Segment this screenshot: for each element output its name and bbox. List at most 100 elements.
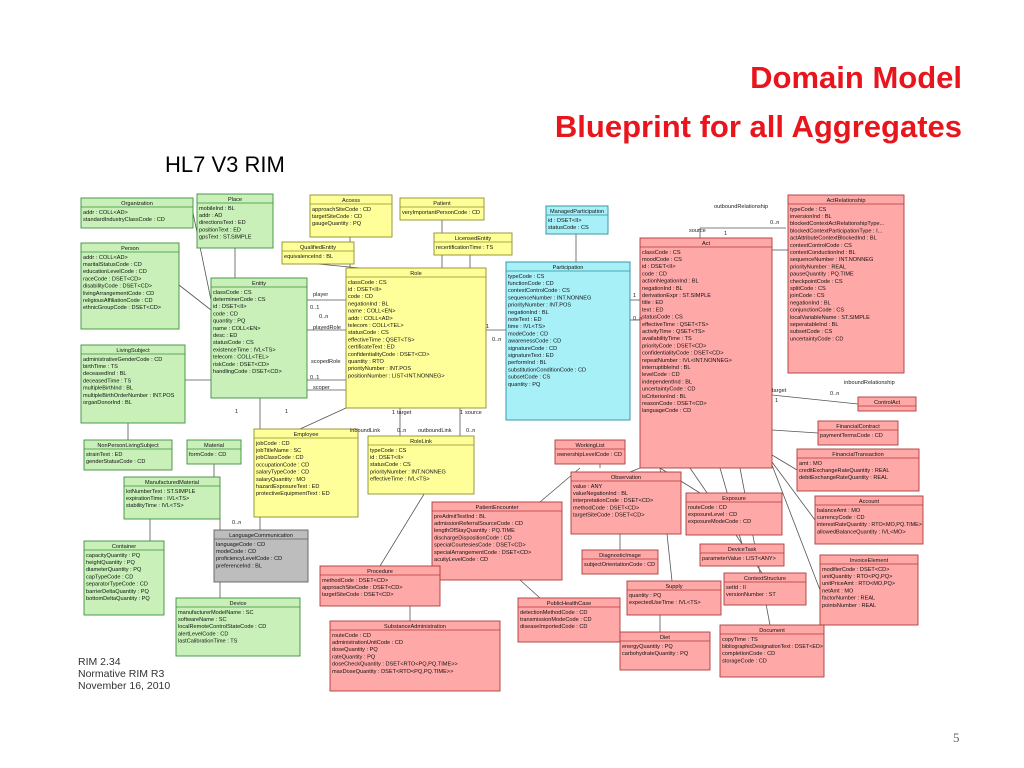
class-attribute: existenceTime : IVL<TS>	[213, 347, 276, 353]
footer-line-3: November 16, 2010	[78, 680, 171, 692]
class-box-access: Access approachSiteCode : CDtargetSiteCod…	[309, 194, 393, 238]
association-label: target	[772, 388, 787, 394]
association-line	[771, 461, 816, 521]
class-name: ActRelationship	[827, 198, 866, 204]
class-name: LanguageCommunication	[229, 533, 293, 539]
class-attribute: maxDoseQuantity : DSET<RTO<PQ,PQ.TIME>>	[332, 669, 453, 675]
class-attribute: negationInd : BL	[642, 286, 683, 292]
class-attribute: name : COLL<EN>	[348, 309, 396, 315]
class-name: DeviceTask	[728, 547, 757, 553]
class-attribute: hazardExposureText : ED	[256, 484, 319, 490]
class-attribute: targetSiteCode : DSET<CD>	[573, 513, 645, 519]
class-attribute: effectiveTime : QSET<TS>	[642, 322, 709, 328]
class-name: Entity	[252, 281, 266, 287]
class-box-body	[819, 554, 919, 626]
class-box-body	[123, 476, 221, 520]
class-box-body	[367, 435, 475, 495]
association-line	[771, 454, 798, 471]
class-attribute: blockedContextParticipationType : I...	[790, 228, 883, 234]
association-line	[299, 407, 347, 430]
slide-title-line2: Blueprint for all Aggregates	[554, 109, 962, 144]
class-box-body	[545, 205, 609, 235]
class-box-body	[309, 194, 393, 238]
association-line	[178, 284, 212, 311]
class-attribute: telecom : COLL<TEL>	[213, 355, 269, 361]
class-box-body	[814, 495, 924, 545]
class-name: Role	[410, 271, 422, 277]
class-name: Access	[342, 198, 360, 204]
association-label: 0..1	[310, 305, 319, 311]
association-label: inboundLink	[350, 428, 380, 434]
class-attribute: salaryTypeCode : CD	[256, 470, 309, 476]
class-attribute: positionNumber : LIST<INT.NONNEG>	[348, 373, 445, 379]
association-label: 1	[392, 410, 395, 416]
class-attribute: subjectOrientationCode : CD	[584, 562, 655, 568]
class-name: SubstanceAdministration	[384, 624, 446, 630]
class-attribute: contextControlCode : CS	[790, 243, 852, 249]
class-attribute: modeCode : CD	[508, 331, 548, 337]
class-attribute: equivalenceInd : BL	[284, 254, 333, 260]
class-attribute: allowedBalanceQuantity : IVL<MO>	[817, 529, 906, 535]
class-attribute: religiousAffiliationCode : CD	[83, 298, 153, 304]
class-attribute: targetSiteCode : CD	[312, 214, 362, 220]
class-attribute: specialCourtesiesCode : DSET<CD>	[434, 543, 526, 549]
class-attribute: uncertaintyCode : CD	[790, 336, 843, 342]
class-attribute: amt : MO	[799, 461, 823, 467]
slide-title-line1: Domain Model	[750, 60, 962, 95]
class-name: Diet	[660, 635, 670, 641]
association-line	[771, 394, 859, 405]
class-box-body	[431, 501, 563, 581]
association-label: 1	[724, 231, 727, 237]
class-attribute: availabilityTime : TS	[642, 336, 692, 342]
class-attribute: unitQuantity : RTO<PQ,PQ>	[822, 574, 892, 580]
class-attribute: storageCode : CD	[722, 658, 767, 664]
class-box-body	[505, 261, 631, 421]
class-attribute: birthTime : TS	[83, 364, 118, 370]
class-box-controlact: ControlAct	[857, 396, 917, 412]
association-label: source	[465, 410, 482, 416]
class-attribute: dischargeDispositionCode : CD	[434, 535, 512, 541]
class-attribute: priorityNumber : INT.POS	[508, 303, 571, 309]
class-name: Employee	[294, 432, 319, 438]
class-attribute: id : DSET<II>	[370, 455, 404, 461]
class-attribute: capacityQuantity : PQ	[86, 553, 141, 559]
association-label: 0..n	[232, 520, 241, 526]
class-attribute: effectiveTime : QSET<TS>	[348, 337, 415, 343]
class-attribute: doseQuantity : PQ	[332, 647, 378, 653]
class-attribute: factorNumber : REAL	[822, 596, 875, 602]
association-label: 0..n	[466, 428, 475, 434]
class-attribute: protectiveEquipmentText : ED	[256, 491, 330, 497]
class-attribute: deceasedInd : BL	[83, 371, 127, 377]
class-attribute: id : DSET<II>	[348, 287, 382, 293]
association-label: playedRole	[313, 325, 341, 331]
class-attribute: exposureLevel : CD	[688, 512, 737, 518]
class-attribute: barrierDeltaQuantity : PQ	[86, 589, 149, 595]
class-attribute: lotNumberText : ST.SIMPLE	[126, 489, 196, 495]
footer-line-1: RIM 2.34	[78, 656, 121, 668]
class-attribute: valueNegationInd : BL	[573, 491, 628, 497]
class-attribute: directionsText : ED	[199, 220, 246, 226]
association-line	[771, 429, 819, 434]
class-attribute: unitPriceAmt : RTO<MO,PQ>	[822, 581, 895, 587]
class-attribute: contextConductionInd : BL	[790, 250, 856, 256]
class-attribute: noteText : ED	[508, 317, 542, 323]
class-attribute: approachSiteCode : CD	[312, 207, 371, 213]
class-attribute: rateQuantity : PQ	[332, 654, 376, 660]
class-attribute: activityTime : QSET<TS>	[642, 329, 705, 335]
class-box-body	[796, 448, 920, 492]
class-attribute: determinerCode : CS	[213, 297, 266, 303]
class-attribute: negationInd : BL	[348, 301, 389, 307]
class-attribute: routeCode : CD	[332, 633, 371, 639]
